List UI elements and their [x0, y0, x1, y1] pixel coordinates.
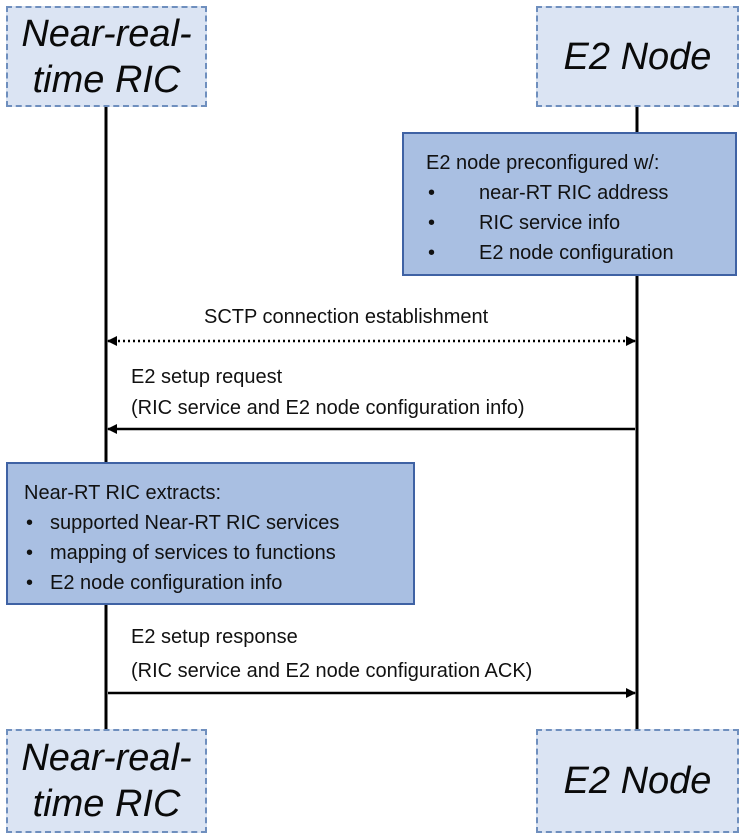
bullet-icon: •	[428, 242, 436, 264]
list-item: • E2 node configuration	[426, 238, 735, 268]
note-title: E2 node preconfigured w/:	[426, 152, 660, 174]
list-item-text: E2 node configuration info	[50, 572, 283, 594]
list-item: • mapping of services to functions	[24, 538, 413, 568]
list-item-text: supported Near-RT RIC services	[50, 512, 340, 534]
e2-node-actor-top: E2 Node	[536, 6, 739, 107]
list-item-text: mapping of services to functions	[50, 542, 336, 564]
note-list: • supported Near-RT RIC services • mapping…	[24, 508, 413, 598]
list-item-text: RIC service info	[479, 212, 621, 234]
bullet-icon: •	[428, 212, 436, 234]
note-title: Near-RT RIC extracts:	[24, 482, 222, 504]
actor-label-line2: time RIC	[32, 58, 181, 101]
sctp-label: SCTP connection establishment	[204, 306, 489, 328]
setup-response-detail: (RIC service and E2 node configuration A…	[131, 660, 533, 682]
setup-response-label: E2 setup response	[131, 626, 298, 648]
list-item-text: E2 node configuration	[479, 242, 674, 264]
list-item: • supported Near-RT RIC services	[24, 508, 413, 538]
bullet-icon: •	[26, 512, 34, 534]
bullet-icon: •	[26, 572, 34, 594]
setup-request-detail: (RIC service and E2 node configuration i…	[131, 397, 525, 419]
bullet-icon: •	[428, 182, 436, 204]
actor-label: E2 Node	[563, 760, 712, 802]
actor-label-line2: time RIC	[32, 783, 181, 825]
list-item: • E2 node configuration info	[24, 568, 413, 598]
e2-preconfig-note: E2 node preconfigured w/: • near-RT RIC a…	[402, 132, 737, 276]
ric-extracts-note: Near-RT RIC extracts: • supported Near-RT…	[6, 462, 415, 605]
note-list: • near-RT RIC address • RIC service info •…	[426, 178, 735, 268]
bullet-icon: •	[26, 542, 34, 564]
near-rt-ric-actor-bottom: Near-real- time RIC	[6, 729, 207, 833]
near-rt-ric-actor-top: Near-real- time RIC	[6, 6, 207, 107]
actor-label-line1: Near-real-	[21, 737, 192, 779]
actor-label-line1: Near-real-	[21, 12, 192, 55]
list-item-text: near-RT RIC address	[479, 182, 669, 204]
list-item: • RIC service info	[426, 208, 735, 238]
setup-request-label: E2 setup request	[131, 366, 283, 388]
e2-node-actor-bottom: E2 Node	[536, 729, 739, 833]
actor-label: E2 Node	[563, 35, 712, 78]
list-item: • near-RT RIC address	[426, 178, 735, 208]
